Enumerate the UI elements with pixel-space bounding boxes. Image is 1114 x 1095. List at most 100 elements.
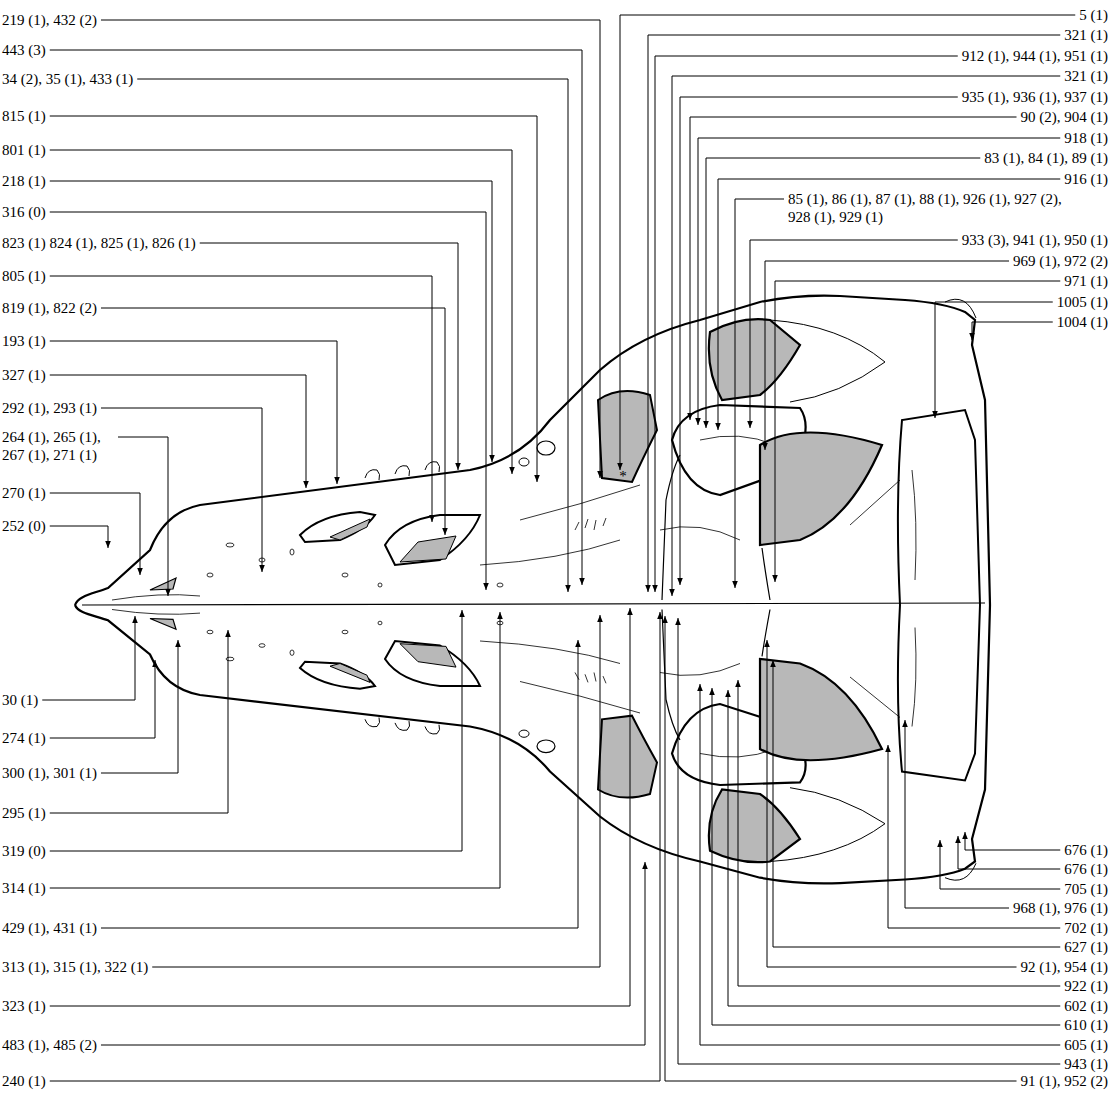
callout-number: 627 (1) [1064, 938, 1108, 956]
callout-number: 218 (1) [2, 172, 46, 190]
callout-number: 676 (1) [1064, 841, 1108, 859]
leader-line [712, 688, 1060, 1025]
leader-line [50, 493, 140, 575]
callout-number: 85 (1), 86 (1), 87 (1), 88 (1), 926 (1),… [788, 190, 1073, 226]
leader-line [690, 117, 1017, 420]
leader-line [905, 720, 1009, 908]
leader-line [775, 281, 1060, 582]
leader-line [50, 116, 537, 482]
leader-line [50, 612, 500, 888]
callout-number: 319 (0) [2, 842, 46, 860]
leader-line [50, 181, 492, 462]
callout-number: 270 (1) [2, 484, 46, 502]
callout-number: 92 (1), 954 (1) [1021, 958, 1108, 976]
leader-line [750, 240, 958, 428]
leader-line [665, 616, 1017, 1081]
leader-line [50, 660, 155, 738]
leader-line [50, 50, 582, 585]
callout-number: 321 (1) [1064, 67, 1108, 85]
leader-line [50, 608, 630, 1006]
callout-number: 252 (0) [2, 517, 46, 535]
callout-number: 943 (1) [1064, 1055, 1108, 1073]
leader-line [972, 322, 1053, 340]
callout-number: 1004 (1) [1057, 313, 1108, 331]
leader-line [101, 640, 578, 928]
leader-line [655, 56, 958, 592]
callout-number: 602 (1) [1064, 997, 1108, 1015]
leader-line [200, 243, 458, 470]
leader-line [965, 832, 1060, 850]
leader-line [718, 179, 1060, 430]
callout-number: 429 (1), 431 (1) [2, 919, 97, 937]
skull-lower-half [75, 605, 990, 883]
callout-number: 240 (1) [2, 1072, 46, 1090]
leader-line [50, 276, 432, 522]
callout-number: 300 (1), 301 (1) [2, 764, 97, 782]
leader-line [940, 840, 1060, 889]
callout-number: 219 (1), 432 (2) [2, 11, 97, 29]
callout-number: 935 (1), 936 (1), 937 (1) [962, 88, 1108, 106]
leader-line [700, 684, 1060, 1045]
leader-line [935, 302, 1053, 418]
leader-line [137, 79, 568, 592]
callout-number: 34 (2), 35 (1), 433 (1) [2, 70, 133, 88]
callout-number: 605 (1) [1064, 1036, 1108, 1054]
callout-number: 483 (1), 485 (2) [2, 1036, 97, 1054]
callout-number: 676 (1) [1064, 860, 1108, 878]
callout-number: 83 (1), 84 (1), 89 (1) [984, 149, 1108, 167]
leader-line [101, 308, 445, 535]
callout-number: 295 (1) [2, 804, 46, 822]
leader-line [678, 618, 1060, 1064]
callout-number: 5 (1) [1079, 6, 1108, 24]
callout-number: 823 (1) 824 (1), 825 (1), 826 (1) [2, 234, 196, 252]
callout-number: 971 (1) [1064, 272, 1108, 290]
callout-number: 815 (1) [2, 107, 46, 125]
leader-line [118, 437, 168, 596]
callout-number: 193 (1) [2, 332, 46, 350]
leader-line [101, 408, 262, 572]
callout-number: 805 (1) [2, 267, 46, 285]
callout-number: 443 (3) [2, 41, 46, 59]
callout-number: 705 (1) [1064, 880, 1108, 898]
leader-line [648, 35, 1060, 592]
leader-line [765, 261, 1009, 450]
leader-line [680, 97, 958, 585]
leader-line [735, 199, 784, 588]
callout-number: 610 (1) [1064, 1016, 1108, 1034]
callout-number: 912 (1), 944 (1), 951 (1) [962, 47, 1108, 65]
callout-number: 314 (1) [2, 879, 46, 897]
leader-line [50, 526, 108, 548]
callout-number: 916 (1) [1064, 170, 1108, 188]
callout-number: 968 (1), 976 (1) [1013, 899, 1108, 917]
leader-line [50, 630, 228, 813]
callout-number: 90 (2), 904 (1) [1021, 108, 1108, 126]
callout-number: 918 (1) [1064, 129, 1108, 147]
leader-line [50, 212, 486, 590]
callout-number: 922 (1) [1064, 977, 1108, 995]
callout-number: 801 (1) [2, 141, 46, 159]
leader-line [728, 690, 1060, 1006]
callout-number: 91 (1), 952 (2) [1021, 1072, 1108, 1090]
callout-number: 969 (1), 972 (2) [1013, 252, 1108, 270]
callout-number: 264 (1), 265 (1), 267 (1), 271 (1) [2, 428, 114, 464]
leader-line [152, 615, 600, 967]
leader-line [738, 680, 1060, 986]
callout-number: 292 (1), 293 (1) [2, 399, 97, 417]
leader-line [50, 150, 512, 474]
callout-number: 30 (1) [2, 691, 38, 709]
skull-upper-half [75, 296, 990, 605]
callout-number: 1005 (1) [1057, 293, 1108, 311]
callout-number: 323 (1) [2, 997, 46, 1015]
leader-line [42, 616, 135, 700]
leader-line [50, 612, 660, 1081]
leader-line [101, 640, 178, 773]
callout-number: 316 (0) [2, 203, 46, 221]
callout-number: 321 (1) [1064, 26, 1108, 44]
leader-line [101, 862, 645, 1045]
leader-line [50, 610, 462, 851]
midline-suture [82, 603, 985, 605]
callout-number: 274 (1) [2, 729, 46, 747]
